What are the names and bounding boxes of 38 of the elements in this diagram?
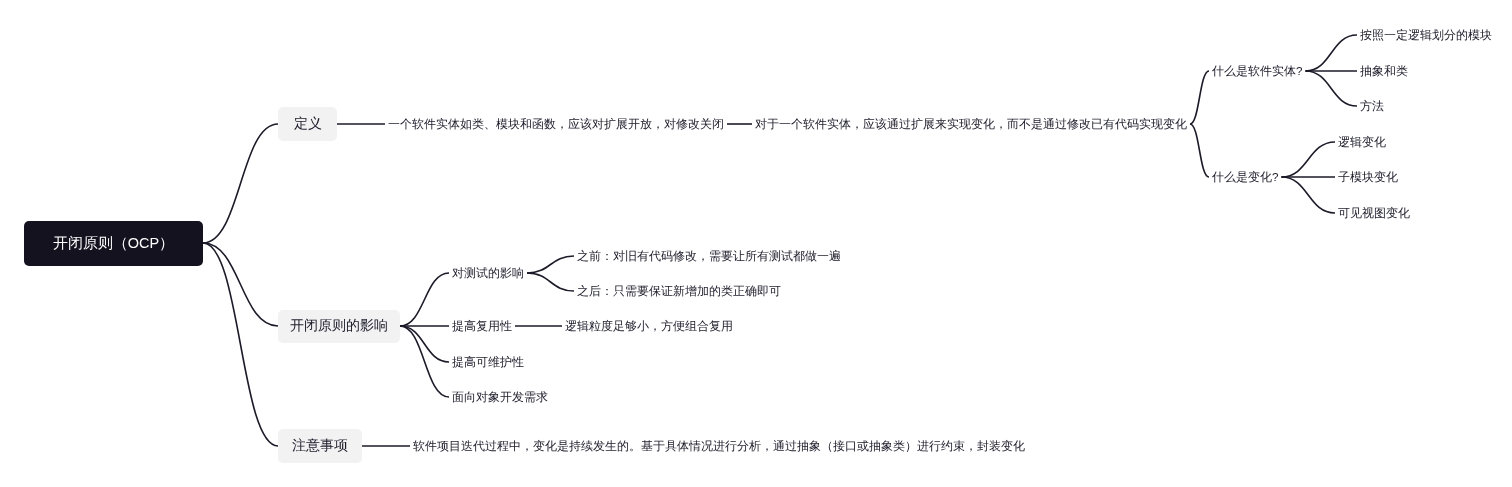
connector-line	[1304, 70, 1358, 107]
branch-text: 软件项目迭代过程中，变化是持续发生的。基于具体情况进行分析，通过抽象（接口或抽象类）进行约束，封装变化	[410, 437, 1028, 455]
branch-text: 对于一个软件实体，应该通过扩展来实现变化，而不是通过修改已有代码实现变化	[752, 115, 1190, 133]
topic-box	[278, 107, 337, 141]
branch-text: 提高复用性	[449, 317, 515, 335]
connector-line	[202, 123, 279, 244]
branch-text: 子模块变化	[1335, 168, 1401, 186]
connector-line	[1280, 176, 1336, 214]
branch-text: 逻辑粒度足够小，方便组合复用	[562, 317, 736, 335]
branch-text: 提高可维护性	[449, 353, 527, 371]
connector-line	[1189, 70, 1210, 125]
branch-text: 面向对象开发需求	[449, 388, 551, 406]
connector-line	[526, 272, 575, 292]
branch-text: 对测试的影响	[449, 264, 527, 282]
branch-text: 可见视图变化	[1335, 204, 1413, 222]
topic-box	[278, 429, 362, 463]
root-topic-label: 开闭原则（OCP）	[52, 233, 175, 253]
branch-text: 抽象和类	[1357, 62, 1411, 80]
branch-text: 之后：只需要保证新增加的类正确即可	[574, 282, 784, 300]
branch-text: 之前：对旧有代码修改，需要让所有测试都做一遍	[574, 247, 844, 265]
branch-text: 方法	[1357, 97, 1387, 115]
branch-text: 一个软件实体如类、模块和函数，应该对扩展开放，对修改关闭	[385, 115, 727, 133]
topic-label: 开闭原则的影响	[290, 317, 388, 335]
branch-text: 逻辑变化	[1335, 133, 1389, 151]
connector-line	[361, 445, 411, 447]
root-topic-box	[24, 220, 203, 266]
branch-text: 什么是软件实体?	[1209, 62, 1306, 80]
connector-line	[726, 123, 753, 125]
branch-text: 什么是变化?	[1209, 168, 1282, 186]
topic-label: 定义	[293, 115, 322, 133]
topic-label: 注意事项	[292, 437, 348, 455]
connector-line	[336, 123, 386, 125]
connector-line	[1189, 123, 1210, 178]
branch-text: 按照一定逻辑划分的模块	[1357, 26, 1495, 44]
connector-line	[202, 242, 279, 447]
topic-box	[278, 309, 400, 343]
connector-line	[514, 325, 563, 327]
connector-line	[399, 325, 450, 398]
